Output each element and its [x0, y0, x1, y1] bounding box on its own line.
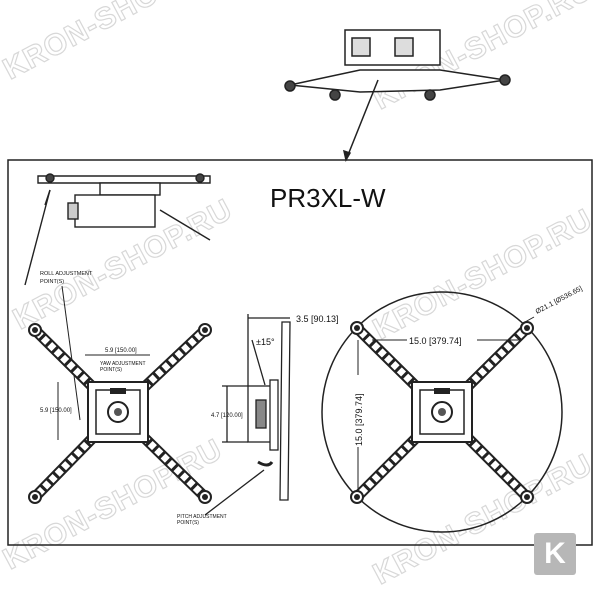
tilt-angle-label: ±15° — [256, 337, 275, 347]
front-width-dimension: 5.9 [150.00] — [105, 348, 137, 354]
yaw-adjustment-label-2: POINT(S) — [100, 367, 122, 373]
center-hub-bolt — [114, 408, 122, 416]
side-height-dimension: 4.7 [120.00] — [211, 413, 243, 419]
pitch-adjustment-label: PITCH ADJUSTMENT — [177, 514, 227, 520]
arm-foot-bolt — [32, 494, 38, 500]
side-depth-dimension: 3.5 [90.13] — [296, 314, 339, 324]
arm-foot-bolt — [202, 494, 208, 500]
model-title: PR3XL-W — [270, 183, 386, 213]
mount-side-view — [204, 314, 291, 516]
mount-perspective-view — [284, 29, 511, 163]
arm-foot-bolt — [202, 327, 208, 333]
front-height-dimension: 5.9 [150.00] — [40, 408, 72, 414]
watermark: KRON-SHOP.RU — [0, 433, 228, 576]
center-hub-bolt — [438, 408, 446, 416]
max-diameter-circle — [321, 291, 563, 533]
roll-adjustment-callout: ROLL ADJUSTMENT POINT(S) — [40, 271, 93, 421]
arm-foot-bolt — [524, 494, 530, 500]
pitch-adjustment-label-2: POINT(S) — [177, 520, 199, 526]
arm-foot-bolt — [524, 325, 530, 331]
roll-adjustment-label-2: POINT(S) — [40, 279, 64, 285]
vertical-span-dimension: 15.0 [379.74] — [354, 393, 364, 446]
yaw-adjuster — [434, 388, 450, 394]
roll-adjustment-label: ROLL ADJUSTMENT — [40, 271, 93, 277]
arm-foot-bolt — [354, 494, 360, 500]
arm-foot-bolt — [32, 327, 38, 333]
shop-logo-badge: K — [534, 533, 576, 575]
mount-front-view — [28, 323, 212, 504]
front-dimensions: 5.9 [150.00] YAW ADJUSTMENT POINT(S) 5.9… — [40, 348, 150, 440]
watermark: KRON-SHOP.RU — [0, 0, 228, 86]
arm-foot-bolt — [354, 325, 360, 331]
yaw-adjuster — [110, 388, 126, 394]
diameter-dimension: Ø21.1 [Ø536.65] — [535, 285, 584, 316]
horizontal-span-dimension: 15.0 [379.74] — [409, 336, 462, 346]
mount-front-view-max — [350, 321, 534, 504]
mount-side-view-top — [24, 173, 211, 286]
drawing-frame — [7, 159, 593, 546]
watermark: KRON-SHOP.RU — [368, 203, 598, 346]
yaw-adjustment-label: YAW ADJUSTMENT — [100, 361, 146, 367]
